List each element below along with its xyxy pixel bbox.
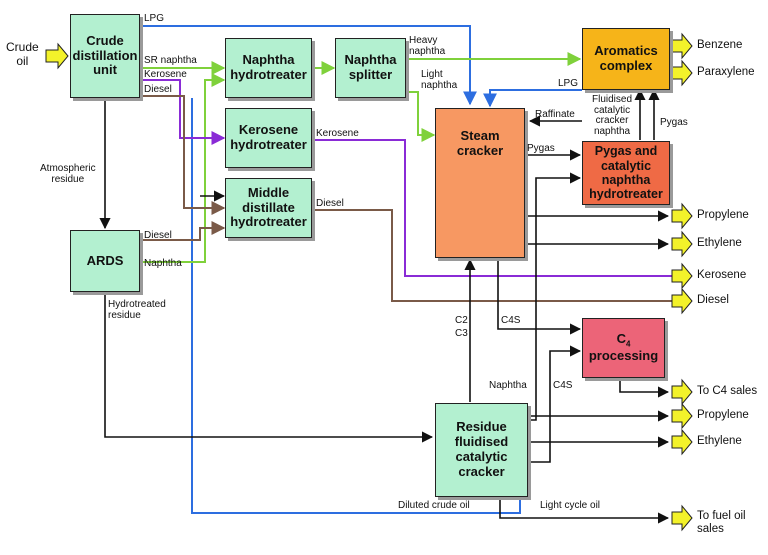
kerosene-cdu-line: [140, 79, 226, 145]
naphtha-ards-label: Naphtha: [144, 258, 182, 269]
pygas-steam-label: Pygas: [527, 143, 555, 154]
kerosene-kht-label: Kerosene: [316, 128, 359, 139]
kerosene-product-line: [312, 139, 672, 277]
c4s-steam-line: [497, 258, 582, 335]
c4s-steam-label: C4S: [501, 315, 521, 326]
kerosene-output-label: Kerosene: [697, 269, 747, 281]
diesel-ards-line: [140, 221, 226, 241]
propylene-1-output-arrow: [671, 202, 693, 230]
c4s-rfcc-line: [528, 345, 582, 463]
lpg-top-label: LPG: [144, 13, 165, 24]
pygas-up-label: Pygas: [660, 117, 688, 128]
diluted-crude-line: [191, 98, 521, 514]
lpg-line-top: [140, 25, 477, 106]
pygas-hydrotreater: Pygas and catalytic naphtha hydrotreater: [582, 141, 670, 205]
lco-line: [499, 497, 670, 524]
diesel-mdht-label: Diesel: [316, 198, 344, 209]
propylene-2-output-arrow: [671, 402, 693, 430]
diesel-product-line: [312, 209, 672, 302]
naphtha-rfcc-label: Naphtha: [489, 380, 527, 391]
c4-sales-line: [619, 378, 670, 398]
ethylene-2-output-arrow: [671, 428, 693, 456]
steam-cracker: Steam cracker: [435, 108, 525, 258]
lpg-aromatics-label: LPG: [558, 78, 579, 89]
ards-unit: ARDS: [70, 230, 140, 292]
c4-sales-output-label: To C4 sales: [697, 385, 758, 397]
c4-sales-output-arrow: [671, 378, 693, 406]
kerosene-output-arrow: [671, 262, 693, 290]
diluted-crude-label: Diluted crude oil: [398, 500, 470, 511]
ethylene-2-output-label: Ethylene: [697, 435, 742, 447]
c4s-rfcc-label: C4S: [553, 380, 573, 391]
diesel-cdu-line: [140, 95, 226, 215]
hydrotreated-residue-line: [104, 292, 434, 443]
aromatics-complex: Aromatics complex: [582, 28, 670, 90]
kerosene-cdu-label: Kerosene: [144, 69, 187, 80]
diesel-cdu-label: Diesel: [144, 84, 172, 95]
diesel-output-label: Diesel: [697, 294, 729, 306]
lpg-line-aromatics: [483, 89, 582, 108]
paraxylene-output-arrow: [671, 59, 693, 87]
naphtha-hydrotreater: Naphtha hydrotreater: [225, 38, 312, 98]
crude-distillation-unit: Crude distillation unit: [70, 14, 140, 98]
ethylene-1-output-arrow: [671, 230, 693, 258]
light-cycle-oil-label: Light cycle oil: [540, 500, 601, 511]
kerosene-hydrotreater: Kerosene hydrotreater: [225, 108, 312, 168]
fuel-oil-output-arrow: [671, 504, 693, 532]
sr-naphtha-label: SR naphtha: [144, 55, 197, 66]
benzene-output-arrow: [671, 32, 693, 60]
ards-naphtha-line: [140, 73, 226, 263]
middle-distillate-hydrotreater: Middle distillate hydrotreater: [225, 178, 312, 238]
naphtha-splitter: Naphtha splitter: [335, 38, 406, 98]
paraxylene-output-label: Paraxylene: [697, 66, 755, 78]
light-naphtha-line: [406, 91, 436, 142]
raffinate-label: Raffinate: [535, 109, 575, 120]
diesel-ards-label: Diesel: [144, 230, 172, 241]
diesel-output-arrow: [671, 287, 693, 315]
crude-oil-input-arrow: [45, 42, 69, 70]
propylene-1-output-label: Propylene: [697, 209, 749, 221]
benzene-output-label: Benzene: [697, 39, 743, 51]
ethylene-1-output-label: Ethylene: [697, 237, 742, 249]
naphtha-rfcc-line: [528, 172, 582, 421]
propylene-2-output-label: Propylene: [697, 409, 749, 421]
residue-fccu: Residue fluidised catalytic cracker: [435, 403, 528, 497]
